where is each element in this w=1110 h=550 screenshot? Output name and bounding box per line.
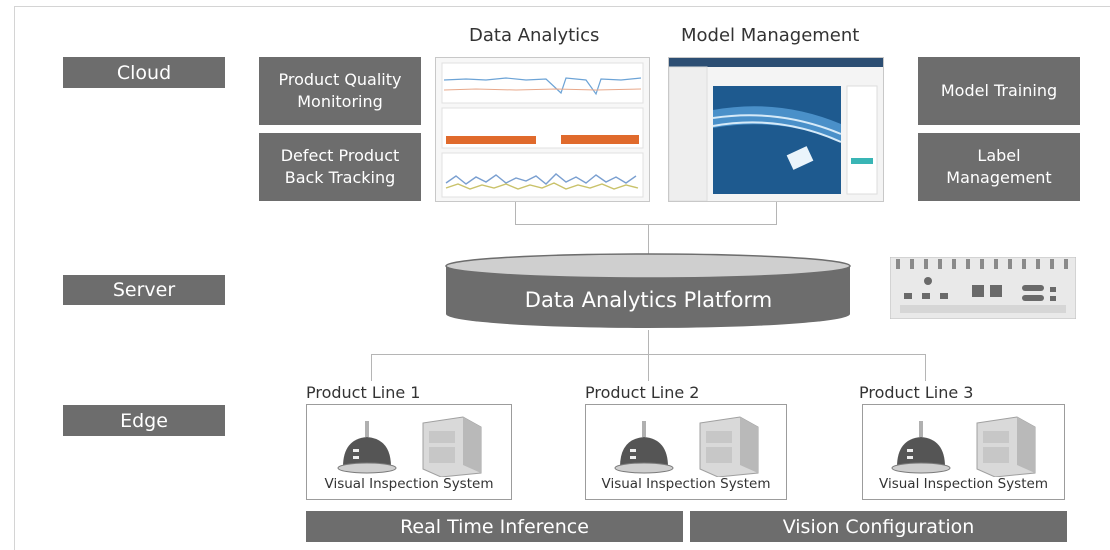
real-time-inference-bar: Real Time Inference [306,511,683,542]
data-analytics-platform-cylinder: Data Analytics Platform [444,252,853,330]
vision-configuration-label: Vision Configuration [782,515,975,538]
server-hardware-icon [890,257,1076,319]
product-line-3-caption: Visual Inspection System [879,476,1048,492]
cylinder-shape [445,253,851,328]
tier-server: Server [63,275,225,305]
tier-edge-label: Edge [120,409,168,432]
connector-line2-down [648,354,649,381]
connector-model-down [776,202,777,225]
diagram-frame [14,6,1110,550]
model-management-heading: Model Management [681,25,860,46]
vision-configuration-bar: Vision Configuration [690,511,1067,542]
product-line-3-label: Product Line 3 [859,383,974,402]
tier-server-label: Server [112,279,176,301]
connector-cloud-to-platform [648,224,649,254]
industrial-pc-icon [422,416,482,477]
data-analytics-screenshot [435,57,650,202]
quality-monitoring-line1: Product Quality [278,70,402,89]
model-management-screenshot [668,57,884,202]
product-line-1-label: Product Line 1 [306,383,421,402]
connector-cloud-horizontal [515,224,777,225]
product-line-3-box: Visual Inspection System [862,404,1065,500]
inspection-camera-icon [337,421,397,474]
tier-cloud: Cloud [63,57,225,88]
industrial-pc-icon [699,416,759,477]
defect-tracking-line2: Back Tracking [284,168,396,187]
product-line-1-caption: Visual Inspection System [324,476,494,492]
defect-tracking-line1: Defect Product [280,146,400,165]
inspection-camera-icon [891,421,951,474]
data-analytics-heading: Data Analytics [469,25,600,46]
product-line-2-label: Product Line 2 [585,383,700,402]
product-line-2-caption: Visual Inspection System [601,476,771,492]
defect-back-tracking-box: Defect Product Back Tracking [259,133,421,201]
industrial-pc-icon [976,416,1036,477]
connector-line3-down [925,354,926,381]
product-line-1-box: Visual Inspection System [306,404,512,500]
real-time-inference-label: Real Time Inference [400,515,589,538]
tier-cloud-label: Cloud [116,61,172,84]
server-hardware-image [890,257,1076,319]
quality-monitoring-line2: Monitoring [297,92,383,111]
label-management-box: Label Management [918,133,1080,201]
model-training-label: Model Training [940,81,1058,100]
connector-analytics-down [515,202,516,225]
connector-line1-down [371,354,372,381]
platform-label: Data Analytics Platform [524,288,773,312]
model-management-graphic [669,58,883,201]
label-management-line2: Management [946,168,1052,187]
analytics-charts-graphic [436,58,649,201]
product-quality-monitoring-box: Product Quality Monitoring [259,57,421,125]
inspection-camera-icon [614,421,674,474]
product-line-2-box: Visual Inspection System [585,404,787,500]
model-training-box: Model Training [918,57,1080,125]
tier-edge: Edge [63,405,225,436]
connector-platform-down [648,330,649,354]
label-management-line1: Label [977,146,1021,165]
